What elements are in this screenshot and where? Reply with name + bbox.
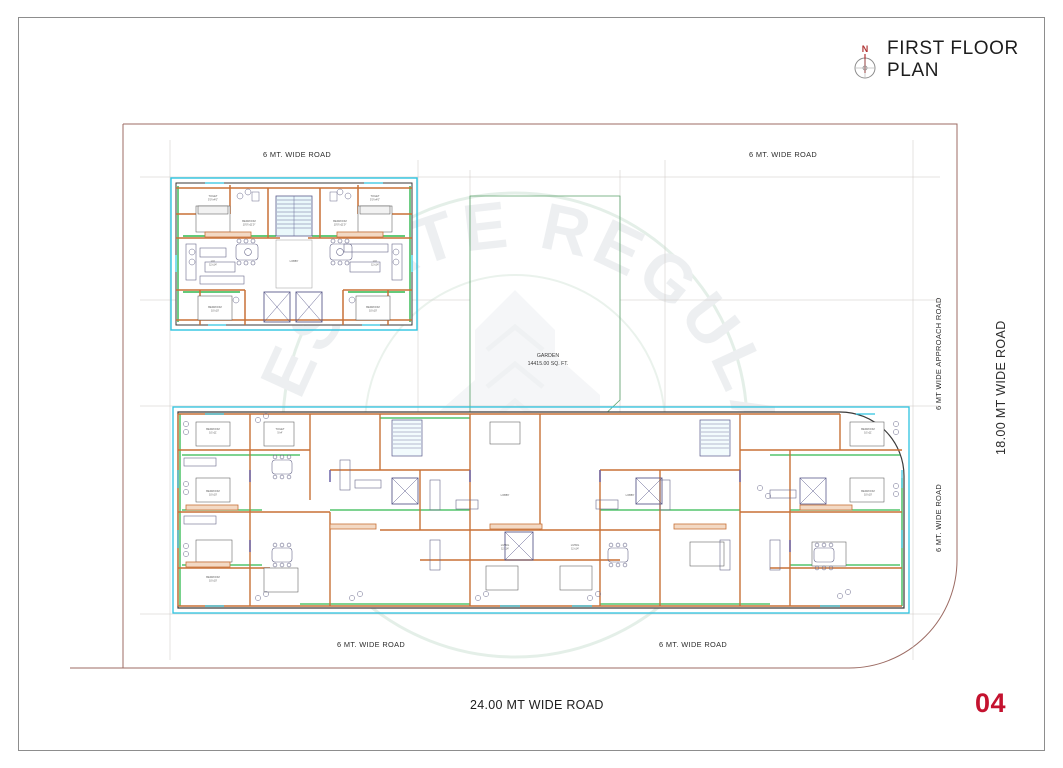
svg-text:TOILET: TOILET: [275, 427, 284, 431]
road-label-right-approach: 6 MT WIDE APPROACH ROAD: [934, 297, 943, 410]
svg-text:5'x4': 5'x4': [277, 431, 283, 435]
svg-text:10'x10': 10'x10': [209, 579, 218, 583]
sheet-title-line2: PLAN: [887, 59, 940, 81]
svg-text:LOBBY: LOBBY: [501, 493, 510, 497]
svg-text:BEDROOM: BEDROOM: [208, 305, 221, 309]
south-stair-core-left: [391, 419, 423, 505]
road-label-bottom-main: 24.00 MT WIDE ROAD: [470, 698, 604, 712]
svg-text:LIVING: LIVING: [571, 543, 580, 547]
sheet-number: 04: [974, 688, 1006, 718]
svg-text:LIVING: LIVING: [501, 543, 510, 547]
sheet-title: FIRST FLOOR PLAN: [887, 38, 1019, 81]
svg-text:LOBBY: LOBBY: [626, 493, 635, 497]
svg-text:LIV.: LIV.: [373, 259, 378, 263]
svg-text:BEDROOM: BEDROOM: [242, 219, 255, 223]
svg-text:LIV.: LIV.: [211, 259, 216, 263]
stair-core: [263, 195, 323, 323]
svg-text:10'0"x11'0": 10'0"x11'0": [334, 223, 347, 227]
svg-text:LOBBY: LOBBY: [290, 259, 299, 263]
garden-area: 14415.00 SQ. FT.: [527, 360, 569, 367]
garden-area: [469, 195, 621, 441]
garden-label: GARDEN 14415.00 SQ. FT.: [508, 353, 588, 368]
svg-text:BEDROOM: BEDROOM: [861, 427, 874, 431]
garden-title: GARDEN: [536, 353, 560, 359]
sheet-title-line1: FIRST FLOOR: [887, 38, 1019, 59]
svg-text:BEDROOM: BEDROOM: [206, 427, 219, 431]
svg-text:10'x11': 10'x11': [209, 431, 217, 435]
svg-text:5'0"x4'0": 5'0"x4'0": [208, 198, 218, 202]
road-label-top-right: 6 MT. WIDE ROAD: [749, 150, 818, 159]
north-letter: N: [862, 44, 869, 54]
road-label-bottom-left: 6 MT. WIDE ROAD: [337, 640, 406, 649]
svg-text:11'x14': 11'x14': [371, 263, 379, 267]
site-boundary: [70, 123, 958, 669]
svg-text:TOILET: TOILET: [208, 194, 217, 198]
svg-text:10'x11': 10'x11': [864, 431, 872, 435]
svg-text:10'x10': 10'x10': [209, 493, 218, 497]
svg-text:5'0"x4'0": 5'0"x4'0": [370, 198, 380, 202]
road-label-right-lower: 6 MT. WIDE ROAD: [934, 483, 943, 552]
svg-text:11'x14': 11'x14': [571, 547, 579, 551]
road-label-far-right: 18.00 MT WIDE ROAD: [994, 320, 1008, 455]
road-label-bottom-right: 6 MT. WIDE ROAD: [659, 640, 728, 649]
north-arrow-icon: N: [854, 44, 876, 79]
title-block: N FIRST FLOOR PLAN: [852, 38, 1019, 82]
road-label-top-left: 6 MT. WIDE ROAD: [263, 150, 332, 159]
svg-text:BEDROOM: BEDROOM: [366, 305, 379, 309]
svg-text:10'x10': 10'x10': [864, 493, 873, 497]
svg-text:11'x14': 11'x14': [501, 547, 509, 551]
south-central-lift: [504, 477, 827, 561]
south-stair-core-right: [635, 419, 731, 505]
svg-text:BEDROOM: BEDROOM: [206, 575, 219, 579]
svg-text:TOILET: TOILET: [370, 194, 379, 198]
svg-text:11'x14': 11'x14': [209, 263, 217, 267]
svg-text:10'x10': 10'x10': [369, 309, 378, 313]
svg-text:10'0"x11'0": 10'0"x11'0": [243, 223, 256, 227]
svg-text:BEDROOM: BEDROOM: [861, 489, 874, 493]
svg-text:BEDROOM: BEDROOM: [206, 489, 219, 493]
svg-text:10'x10': 10'x10': [211, 309, 220, 313]
svg-text:BEDROOM: BEDROOM: [333, 219, 346, 223]
